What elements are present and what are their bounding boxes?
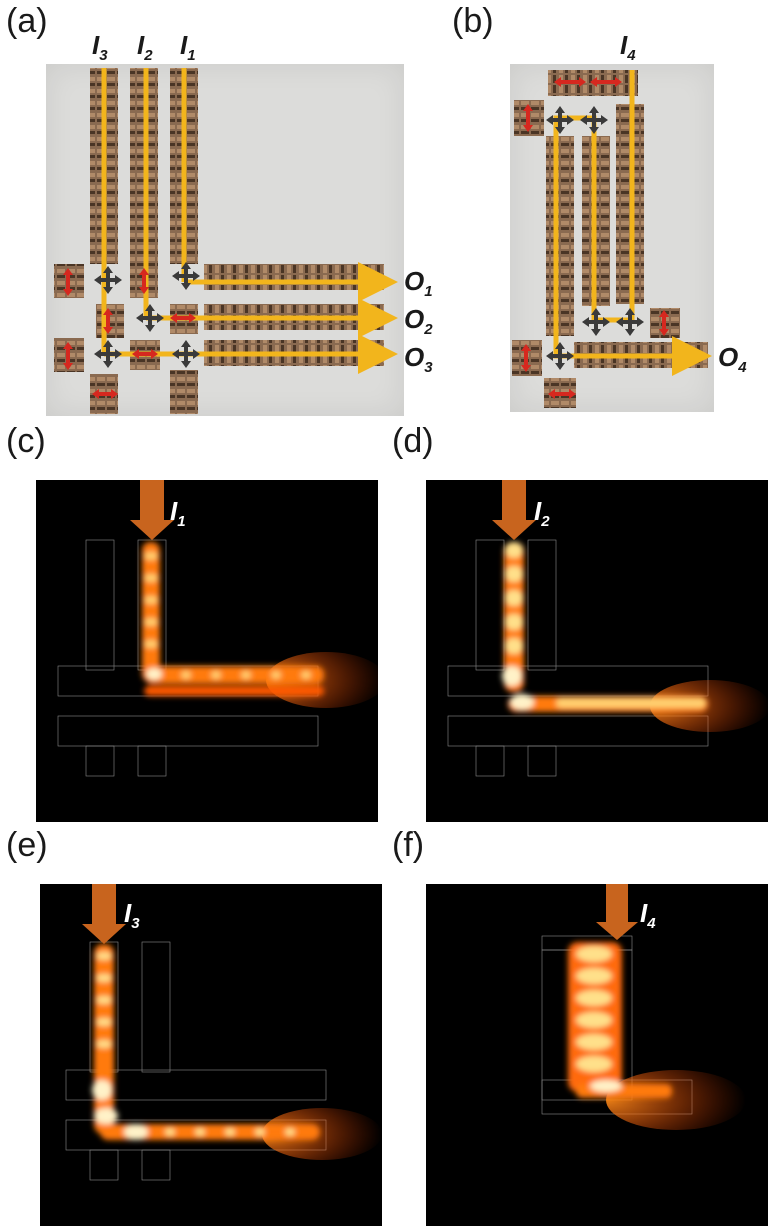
panel-label-e: (e) [6,826,48,864]
photo-a-drawing [54,68,398,414]
four-way-arrow-icon [94,340,122,368]
port-label-i4: I4 [620,30,636,65]
panel-label-c: (c) [6,422,46,460]
port-label-o2: O2 [404,304,433,339]
output-beam [262,1108,382,1160]
panel-label-d: (d) [392,422,434,460]
field-map-e-drawing [65,884,382,1181]
photo-a [46,64,404,416]
field-map-f [426,884,768,1226]
four-way-arrow-icon [546,106,644,370]
down-arrow-icon [130,480,174,540]
waveguide-block [170,370,198,414]
port-label-i3: I3 [92,30,108,65]
field-map-c-drawing [57,480,378,777]
field-map-f-drawing [541,884,746,1130]
four-way-arrow-icon [136,304,164,332]
four-way-arrow-icon [172,340,200,368]
field-map-e [40,884,382,1226]
sim-input-label-e: I3 [124,898,140,933]
down-arrow-icon [82,884,126,944]
down-arrow-icon [492,480,536,540]
port-label-o3: O3 [404,342,433,377]
port-label-i1: I1 [180,30,196,65]
four-way-arrow-icon [94,266,122,294]
four-way-arrow-icon [172,262,200,290]
field-intensity [142,542,324,696]
panel-label-b: (b) [452,2,494,40]
field-map-c [36,480,378,822]
red-double-arrow-icon [63,268,196,399]
photo-b-drawing [512,70,712,408]
photo-b [510,64,714,412]
sim-input-label-f: I4 [640,898,656,933]
field-intensity [502,542,708,712]
port-label-o4: O4 [718,342,747,377]
port-label-i2: I2 [137,30,153,65]
red-double-arrow-icon [521,77,669,399]
field-map-d [426,480,768,822]
down-arrow-icon [596,884,638,940]
output-beam [606,1070,746,1130]
output-beam [650,680,768,732]
field-intensity [568,942,672,1098]
port-label-o1: O1 [404,266,433,301]
panel-label-a: (a) [6,2,48,40]
sim-input-label-c: I1 [170,496,186,531]
panel-label-f: (f) [392,826,425,864]
field-map-d-drawing [447,480,768,777]
field-intensity [92,944,320,1140]
waveguide-block [546,136,574,336]
waveguide-block [204,264,384,290]
sim-input-label-d: I2 [534,496,550,531]
